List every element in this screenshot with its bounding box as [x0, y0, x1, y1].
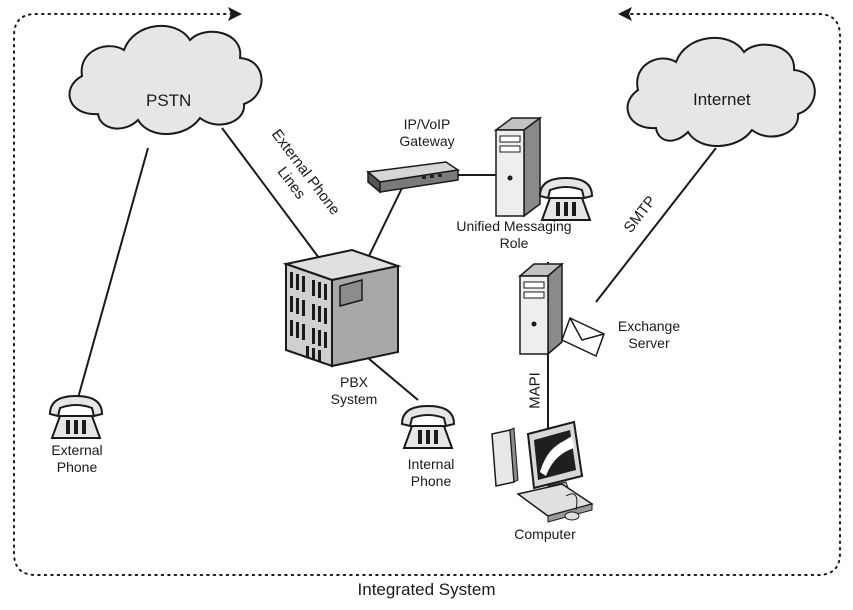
exchange-server-label-line1: Exchange	[617, 318, 681, 334]
boundary-arrow-right	[228, 7, 242, 21]
internal-phone-label-line1: Internal	[407, 456, 455, 472]
pstn-label: PSTN	[146, 91, 192, 110]
envelope-icon	[561, 316, 605, 358]
internal-phone-label: Internal Phone	[396, 456, 466, 490]
internet-cloud	[626, 36, 816, 147]
gateway-label-line1: IP/VoIP	[403, 116, 451, 132]
diagram-caption: Integrated System	[357, 580, 496, 599]
um-role-label-line1: Unified Messaging	[456, 218, 572, 234]
exchange-server	[517, 262, 565, 356]
pstn-cloud	[68, 24, 263, 135]
link-pstn-external-phone	[77, 147, 149, 399]
um-server	[493, 116, 543, 218]
pbx-label: PBX System	[324, 374, 384, 408]
um-role-label: Unified Messaging Role	[444, 218, 584, 252]
gateway-device	[366, 161, 461, 194]
external-phone-label: External Phone	[42, 442, 112, 476]
pbx-label-line2: System	[330, 391, 378, 407]
gateway-label: IP/VoIP Gateway	[386, 116, 468, 150]
pbx-cabinet	[282, 248, 402, 368]
um-phone	[539, 177, 593, 221]
link-pstn-pbx	[221, 127, 323, 263]
connection-lines	[77, 127, 717, 430]
gateway-label-line2: Gateway	[399, 133, 455, 149]
computer-label: Computer	[514, 526, 576, 542]
internal-phone-icon	[401, 405, 455, 449]
link-internet-exchange	[595, 147, 717, 303]
boundary-arrow-left	[618, 7, 632, 21]
internal-phone-label-line2: Phone	[410, 473, 452, 489]
external-phone-label-line1: External	[51, 442, 103, 458]
pbx-label-line1: PBX	[339, 374, 368, 390]
exchange-server-label-line2: Server	[628, 335, 670, 351]
um-role-label-line2: Role	[499, 235, 529, 251]
internet-label: Internet	[693, 90, 751, 109]
exchange-server-label: Exchange Server	[606, 318, 692, 352]
link-gateway-pbx	[367, 187, 403, 259]
external-phone-label-line2: Phone	[56, 459, 98, 475]
external-phone-icon	[49, 395, 103, 439]
computer-icon	[491, 420, 594, 523]
link-pbx-internal-phone	[367, 357, 419, 401]
mapi-label: MAPI	[526, 372, 544, 409]
